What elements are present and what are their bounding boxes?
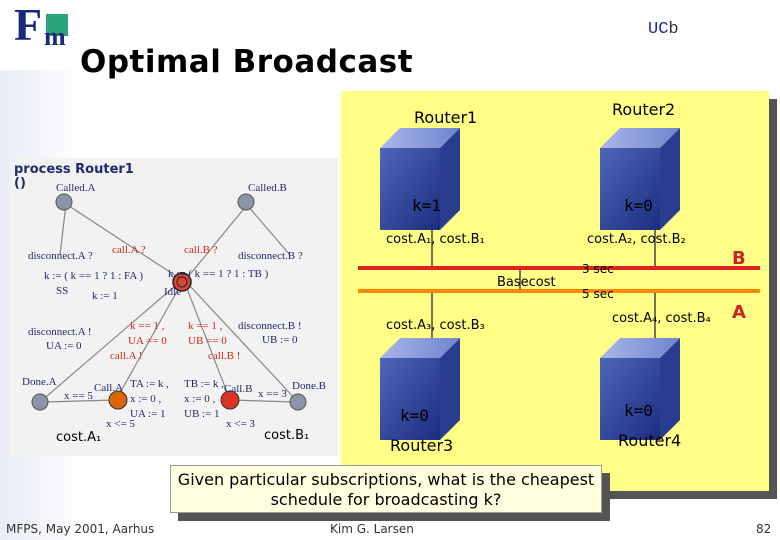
label-x-eq-5: x == 5: [64, 390, 93, 402]
label-call-a-x: call.A !: [110, 350, 143, 362]
label-x-eq-3: x == 3: [258, 388, 287, 400]
label-idle: Idle: [164, 286, 182, 298]
location-doneb: [289, 393, 307, 411]
label-ua-eq-0: UA == 0: [128, 335, 167, 347]
label-ub-eq-0: UB == 0: [188, 335, 227, 347]
edge-calla-idle: [115, 285, 181, 401]
router1-k: k=1: [412, 196, 441, 215]
edge-calleda-left: [59, 203, 67, 256]
location-calla: [108, 390, 128, 410]
label-ta-k: TA := k ,: [130, 378, 169, 390]
location-callb: [220, 390, 240, 410]
label-ub-zero: UB := 0: [262, 334, 298, 346]
label-call-b-x: call.B !: [208, 350, 241, 362]
label-x-le-3: x <= 3: [226, 418, 255, 430]
label-disconnect-b-x: disconnect.B !: [238, 320, 302, 332]
label-assign-tb: k := ( k == 1 ? 1 : TB ): [168, 268, 269, 280]
label-cost-a1: cost.A₁: [56, 430, 102, 445]
label-call-b-loc: Call.B: [224, 383, 253, 395]
router2-cost: cost.A₂, cost.B₂: [587, 232, 686, 247]
router1-cube: [380, 128, 460, 230]
label-call-a-q: call.A ?: [112, 244, 146, 256]
bus-a-label: A: [732, 302, 746, 323]
router4-cube: [600, 338, 680, 440]
edge-calledb-idle: [186, 204, 248, 279]
logo-m: m: [44, 22, 66, 51]
label-tb-k: TB := k ,: [184, 378, 224, 390]
router1-cost: cost.A₁, cost.B₁: [386, 232, 485, 247]
question-box: Given particular subscriptions, what is …: [170, 465, 602, 513]
router2-label: Router2: [612, 100, 676, 119]
edge-calledb-right: [246, 204, 291, 256]
edge-callb-idle: [185, 285, 231, 401]
label-ss: SS: [56, 285, 69, 297]
label-called-b: Called.B: [248, 182, 287, 194]
edge-doneb-idle: [189, 285, 299, 403]
slide-title: Optimal Broadcast: [80, 44, 414, 80]
label-disconnect-a-q: disconnect.A ?: [28, 250, 93, 262]
label-k-one: k := 1: [92, 290, 118, 302]
label-k-eq-1-b: k == 1 ,: [188, 320, 223, 332]
label-x-le-5: x <= 5: [106, 418, 135, 430]
bus-a-time: 5 sec: [582, 287, 614, 301]
label-done-b: Done.B: [292, 380, 326, 392]
footer-center: Kim G. Larsen: [330, 522, 414, 536]
label-cost-b1: cost.B₁: [264, 428, 310, 443]
label-x-zero-a: x := 0 ,: [130, 393, 162, 405]
process-paren: (): [14, 176, 26, 191]
logo-square: [46, 14, 68, 36]
bus-b-label: B: [732, 248, 746, 269]
label-assign-fa: k := ( k == 1 ? 1 : FA ): [44, 270, 144, 282]
logo-f: F: [14, 0, 43, 50]
router2-k: k=0: [624, 196, 653, 215]
edge-calla-donea: [43, 399, 117, 403]
router2-cube: [600, 128, 680, 230]
label-ua-zero: UA := 0: [46, 340, 82, 352]
label-ua-one: UA := 1: [130, 408, 166, 420]
question-line-2: schedule for broadcasting k?: [270, 490, 502, 509]
label-call-b-q: call.B ?: [184, 244, 218, 256]
label-disconnect-b-q: disconnect.B ?: [238, 250, 303, 262]
bus-b-time: 3 sec: [582, 262, 614, 276]
router4-label: Router4: [618, 431, 682, 450]
location-calleda: [55, 193, 73, 211]
label-k-eq-1-a: k == 1 ,: [130, 320, 165, 332]
edge-calleda-idle: [65, 203, 180, 279]
label-call-a-loc: Call.A: [94, 382, 124, 394]
router4-k: k=0: [624, 401, 653, 420]
router3-label: Router3: [390, 436, 454, 455]
footer-page: 82: [756, 522, 772, 536]
router1-label: Router1: [414, 108, 478, 127]
label-disconnect-a-x: disconnect.A !: [28, 326, 92, 338]
router3-k: k=0: [400, 406, 429, 425]
process-title: process Router1: [14, 162, 134, 177]
label-x-zero-b: x := 0 ,: [184, 393, 216, 405]
location-idle-initial: [176, 276, 188, 288]
router3-cost: cost.A₃, cost.B₃: [386, 318, 485, 333]
router3-cube: [380, 338, 460, 440]
question-line-1: Given particular subscriptions, what is …: [177, 470, 595, 489]
label-called-a: Called.A: [56, 182, 96, 194]
location-donea: [31, 393, 49, 411]
label-ub-one: UB := 1: [184, 408, 220, 420]
footer-left: MFPS, May 2001, Aarhus: [6, 522, 155, 536]
ucb-logo: UCb: [648, 20, 679, 39]
location-calledb: [237, 193, 255, 211]
router4-cost: cost.A₄, cost.B₄: [612, 311, 711, 326]
label-done-a: Done.A: [22, 376, 57, 388]
edge-donea-idle: [39, 285, 176, 403]
edge-callb-doneb: [229, 399, 295, 403]
location-idle: [172, 272, 192, 292]
bus-connectors: [431, 230, 656, 338]
basecost-label: Basecost: [497, 275, 556, 290]
